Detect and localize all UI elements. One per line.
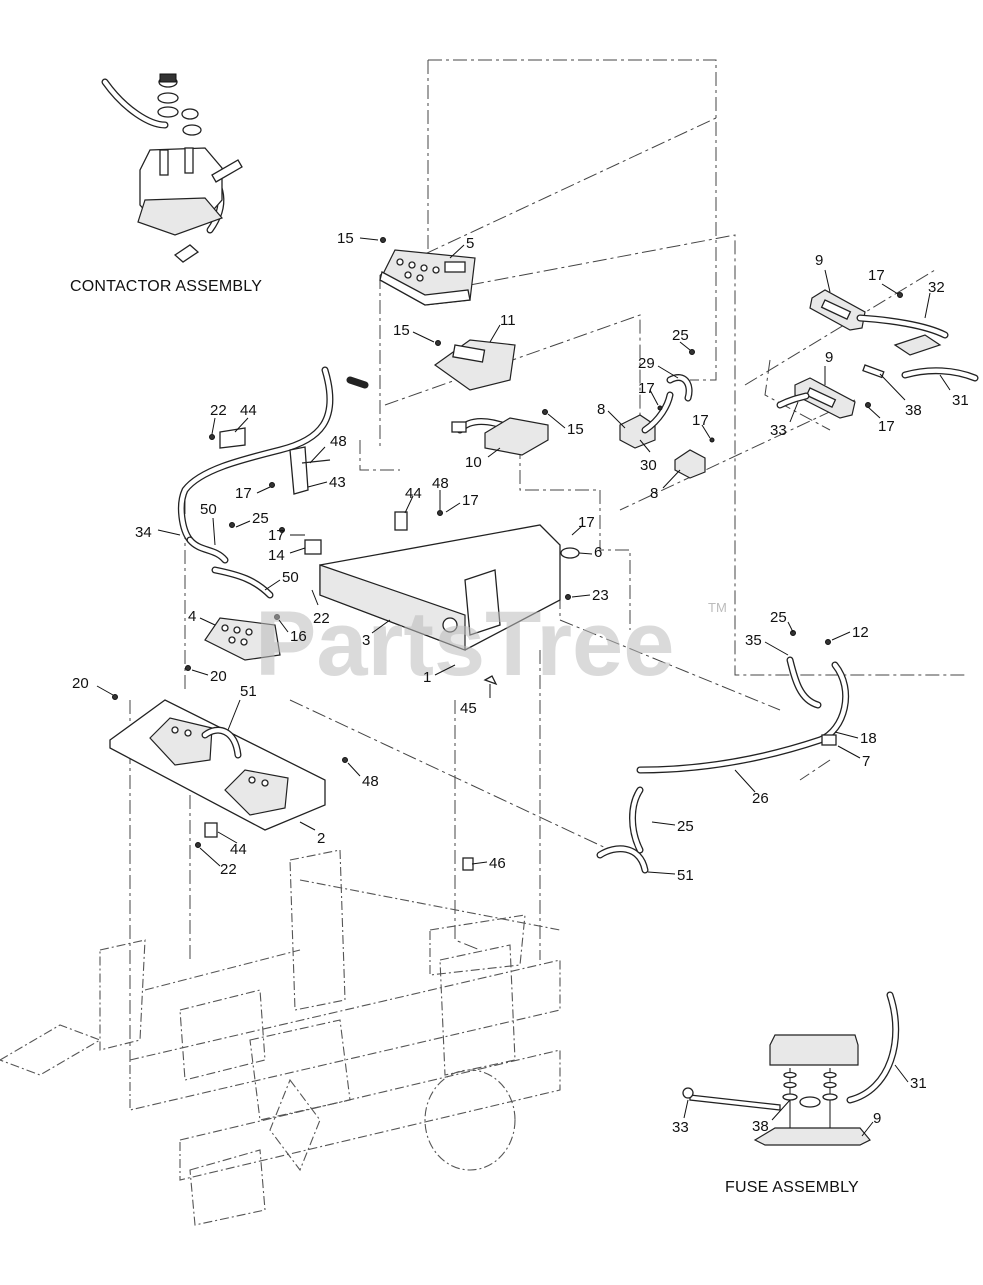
callout-11: 11 (500, 312, 516, 329)
callout-25: 25 (770, 609, 787, 626)
callout-5: 5 (466, 235, 474, 252)
upper-harness (177, 366, 369, 564)
mounting-plate (319, 510, 580, 686)
callout-48: 48 (432, 475, 449, 492)
contactor-assembly-illustration (101, 73, 243, 263)
callout-17: 17 (462, 492, 479, 509)
callout-17: 17 (235, 485, 252, 502)
callout-15: 15 (567, 421, 584, 438)
callout-34: 34 (135, 524, 152, 541)
mower-frame (0, 849, 561, 1226)
callout-43: 43 (329, 474, 346, 491)
callout-8: 8 (597, 401, 605, 418)
callout-12: 12 (852, 624, 869, 641)
callout-17: 17 (868, 267, 885, 284)
contactor-assembly-caption: CONTACTOR ASSEMBLY (70, 278, 262, 295)
callout-17: 17 (878, 418, 895, 435)
watermark-text: PartsTree (255, 593, 674, 695)
callout-8: 8 (650, 485, 658, 502)
callouts: 15 5 15 11 9 17 32 25 29 17 8 17 15 10 3… (72, 230, 969, 1137)
callout-33: 33 (770, 422, 787, 439)
callout-20: 20 (72, 675, 89, 692)
callout-35: 35 (745, 632, 762, 649)
callout-25: 25 (672, 327, 689, 344)
callout-22: 22 (220, 861, 237, 878)
callout-44: 44 (240, 402, 257, 419)
callout-26: 26 (752, 790, 769, 807)
callout-46: 46 (489, 855, 506, 872)
callout-38: 38 (752, 1118, 769, 1135)
solenoids (619, 349, 715, 479)
callout-44: 44 (405, 485, 422, 502)
callout-22: 22 (210, 402, 227, 419)
callout-3: 3 (362, 632, 370, 649)
callout-22: 22 (313, 610, 330, 627)
callout-25: 25 (677, 818, 694, 835)
callout-1: 1 (423, 669, 431, 686)
fuse-blocks-upper (776, 289, 979, 419)
callout-6: 6 (594, 544, 602, 561)
callout-32: 32 (928, 279, 945, 296)
callout-44: 44 (230, 841, 247, 858)
callout-4: 4 (188, 608, 196, 625)
callout-23: 23 (592, 587, 609, 604)
callout-33: 33 (672, 1119, 689, 1136)
callout-2: 2 (317, 830, 325, 847)
lower-right-harness (462, 630, 850, 874)
callout-31: 31 (910, 1075, 927, 1092)
callout-17: 17 (578, 514, 595, 531)
callout-45: 45 (460, 700, 477, 717)
fuse-assembly-caption: FUSE ASSEMBLY (725, 1179, 859, 1196)
callout-17: 17 (638, 380, 655, 397)
callout-48: 48 (330, 433, 347, 450)
callout-30: 30 (640, 457, 657, 474)
callout-50: 50 (200, 501, 217, 518)
motor-controller-upper-left (204, 614, 281, 661)
callout-51: 51 (240, 683, 257, 700)
callout-7: 7 (862, 753, 870, 770)
callout-9: 9 (873, 1110, 881, 1127)
callout-15: 15 (393, 322, 410, 339)
phantom-lines (129, 59, 965, 1060)
callout-51: 51 (677, 867, 694, 884)
cables-50 (211, 522, 322, 599)
callout-14: 14 (268, 547, 285, 564)
callout-25: 25 (252, 510, 269, 527)
callout-38: 38 (905, 402, 922, 419)
controller-tray (109, 665, 348, 848)
callout-48: 48 (362, 773, 379, 790)
callout-9: 9 (815, 252, 823, 269)
callout-17: 17 (268, 527, 285, 544)
callout-10: 10 (465, 454, 482, 471)
motor-controller-top (379, 237, 476, 306)
callout-20: 20 (210, 668, 227, 685)
callout-50: 50 (282, 569, 299, 586)
fuse-assembly-illustration (682, 991, 900, 1146)
callout-31: 31 (952, 392, 969, 409)
watermark-trademark: TM (708, 600, 727, 615)
callout-18: 18 (860, 730, 877, 747)
relay-box (451, 409, 549, 456)
callout-15: 15 (337, 230, 354, 247)
callout-9: 9 (825, 349, 833, 366)
callout-16: 16 (290, 628, 307, 645)
callout-29: 29 (638, 355, 655, 372)
callout-17: 17 (692, 412, 709, 429)
control-module (433, 339, 516, 391)
